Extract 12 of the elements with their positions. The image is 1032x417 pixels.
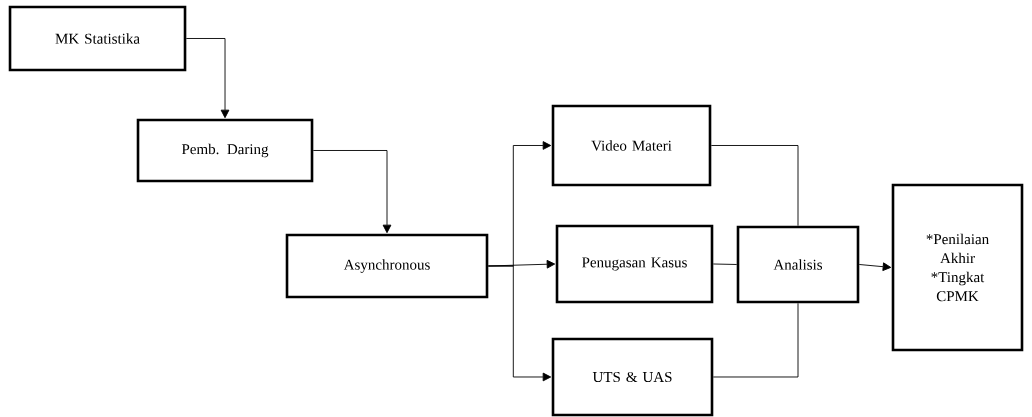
arrow bbox=[185, 38, 230, 119]
process-box: Asynchronous bbox=[285, 233, 489, 299]
process-box: Pemb. Daring bbox=[136, 118, 314, 183]
process-box: MK Statistika bbox=[8, 5, 187, 72]
process-box: UTS & UAS bbox=[551, 337, 714, 417]
process-box: Video Materi bbox=[551, 104, 712, 187]
arrow bbox=[487, 265, 552, 382]
process-box: Penugasan Kasus bbox=[555, 224, 714, 304]
process-box: *Penilaian Akhir *Tingkat CPMK bbox=[891, 183, 1024, 352]
arrow bbox=[312, 150, 392, 234]
arrow bbox=[858, 262, 892, 271]
process-box: Analisis bbox=[736, 225, 860, 304]
